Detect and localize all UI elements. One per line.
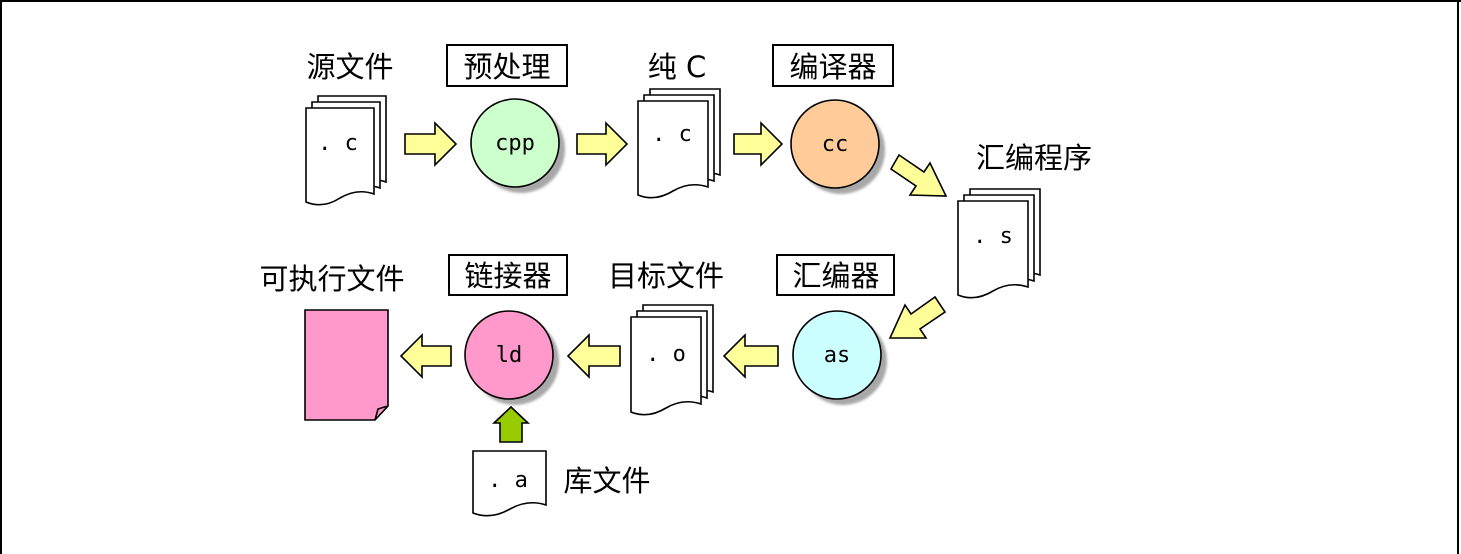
- assembler-label: 汇编器: [792, 259, 879, 293]
- linker-label: 链接器: [464, 259, 551, 293]
- preprocess-label-box: [446, 44, 568, 87]
- object-ext-label: . o: [646, 342, 686, 367]
- as-tool-label: as: [824, 343, 851, 368]
- object-label: 目标文件: [608, 259, 724, 293]
- compiler-label-box: [772, 44, 894, 87]
- ld-tool-label: ld: [496, 343, 523, 368]
- pure-c-file-stack-icon: [637, 88, 721, 199]
- arrow-left-icon: [566, 333, 621, 379]
- arrow-left-icon: [399, 333, 452, 379]
- source-label: 源文件: [306, 50, 393, 84]
- cpp-tool-label: cpp: [495, 131, 535, 156]
- pure-c-label: 纯 C: [648, 50, 706, 84]
- compiler-label: 编译器: [789, 50, 876, 84]
- asm-file-stack-icon: [957, 188, 1041, 299]
- library-file-icon: [472, 450, 547, 517]
- object-file-stack-icon: [630, 304, 714, 416]
- cpp-tool-circle: [470, 98, 560, 188]
- pure-c-ext-label: . c: [652, 122, 692, 147]
- linker-label-box: [448, 254, 568, 296]
- library-label: 库文件: [563, 464, 650, 498]
- arrow-up-icon: [491, 405, 531, 443]
- assembler-label-box: [776, 254, 895, 296]
- executable-label: 可执行文件: [259, 262, 404, 296]
- asm-ext-label: . s: [973, 224, 1013, 249]
- cc-tool-label: cc: [822, 132, 849, 157]
- ld-tool-circle: [464, 310, 554, 400]
- asm-program-label: 汇编程序: [976, 141, 1092, 175]
- as-tool-circle: [792, 310, 882, 400]
- library-ext-label: . a: [488, 468, 528, 493]
- arrow-right-icon: [576, 121, 629, 167]
- cc-tool-circle: [790, 99, 880, 189]
- source-file-stack-icon: [305, 95, 387, 206]
- arrow-right-icon: [404, 121, 458, 167]
- executable-corner-fold: [374, 405, 389, 421]
- arrow-down-right-icon: [889, 153, 948, 197]
- arrow-right-icon: [733, 121, 784, 167]
- executable-file-icon: [304, 309, 389, 421]
- source-ext-label: . c: [318, 131, 358, 156]
- preprocess-label: 预处理: [463, 50, 550, 84]
- arrow-down-left-icon: [888, 295, 947, 339]
- arrow-left-icon: [722, 333, 779, 379]
